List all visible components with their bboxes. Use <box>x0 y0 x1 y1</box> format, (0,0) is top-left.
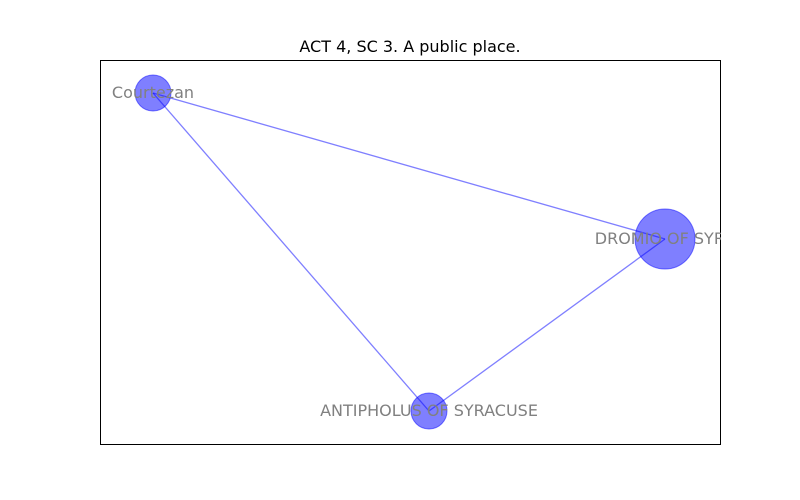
nodes-layer <box>134 74 696 430</box>
node-label-antipholus: ANTIPHOLUS OF SYRACUSE <box>320 401 538 420</box>
node-antipholus <box>410 392 448 430</box>
node-courtezan <box>134 74 172 112</box>
plot-frame <box>100 60 721 445</box>
edge-antipholus-dromio <box>428 238 666 412</box>
edge-courtezan-antipholus <box>152 92 430 412</box>
chart-title: ACT 4, SC 3. A public place. <box>299 37 520 56</box>
edge-courtezan-dromio <box>152 92 666 240</box>
node-label-dromio: DROMIO OF SYRA <box>595 229 736 248</box>
node-dromio <box>634 208 696 270</box>
edges-layer <box>152 92 666 412</box>
node-label-courtezan: Courtezan <box>112 83 194 102</box>
